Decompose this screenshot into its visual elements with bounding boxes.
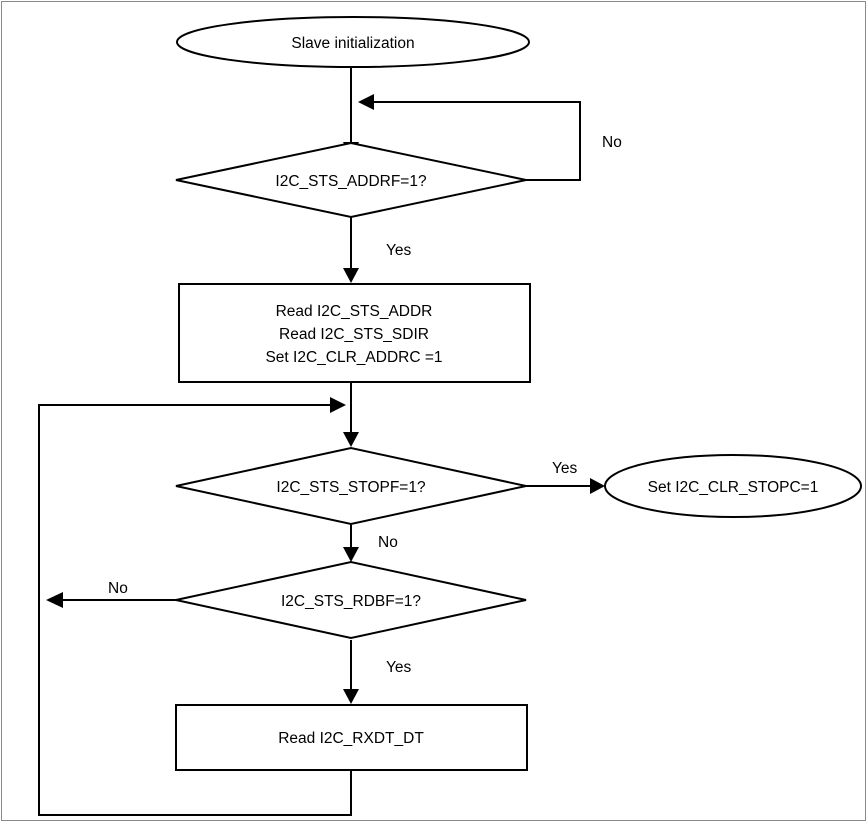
process-read-addr-line-1: Read I2C_STS_ADDR — [276, 303, 433, 320]
process-read-addr-line-2: Read I2C_STS_SDIR — [279, 326, 429, 343]
arrowhead-read-rxdt-in — [343, 689, 359, 704]
edge-label-addrf-no: No — [602, 134, 622, 151]
decision-rdbf: I2C_STS_RDBF=1? — [175, 560, 527, 640]
process-read-rxdt-label: Read I2C_RXDT_DT — [278, 730, 424, 747]
arrowhead-read-addr-in — [343, 268, 359, 283]
edge-label-rdbf-no: No — [108, 580, 128, 597]
decision-stopf-label: I2C_STS_STOPF=1? — [276, 479, 426, 496]
decision-rdbf-label: I2C_STS_RDBF=1? — [281, 593, 421, 610]
process-read-addr: Read I2C_STS_ADDR Read I2C_STS_SDIR Set … — [178, 283, 531, 383]
arrowhead-set-stopc-in — [590, 478, 605, 494]
end-node-set-stopc: Set I2C_CLR_STOPC=1 — [604, 454, 862, 518]
arrowhead-loop-back — [330, 397, 346, 413]
process-read-addr-line-3: Set I2C_CLR_ADDRC =1 — [265, 349, 442, 366]
decision-addrf: I2C_STS_ADDRF=1? — [175, 141, 527, 219]
edge-addrf-no-loop — [374, 101, 581, 181]
arrowhead-addrf-loop — [358, 94, 374, 110]
edge-label-stopf-yes: Yes — [552, 460, 578, 477]
edge-rxdt-loop-back — [38, 404, 352, 816]
process-read-rxdt: Read I2C_RXDT_DT — [175, 704, 528, 771]
arrowhead-stopf-in — [343, 432, 359, 447]
edge-label-addrf-yes: Yes — [386, 242, 412, 259]
end-node-set-stopc-label: Set I2C_CLR_STOPC=1 — [648, 479, 819, 496]
decision-stopf: I2C_STS_STOPF=1? — [175, 446, 527, 526]
start-node: Slave initialization — [176, 16, 530, 68]
arrowhead-rdbf-no — [46, 592, 63, 608]
start-node-label: Slave initialization — [291, 35, 414, 52]
arrowhead-rdbf-in — [343, 547, 359, 562]
decision-addrf-label: I2C_STS_ADDRF=1? — [275, 173, 427, 190]
edge-label-stopf-no: No — [378, 534, 398, 551]
edge-label-rdbf-yes: Yes — [386, 659, 412, 676]
